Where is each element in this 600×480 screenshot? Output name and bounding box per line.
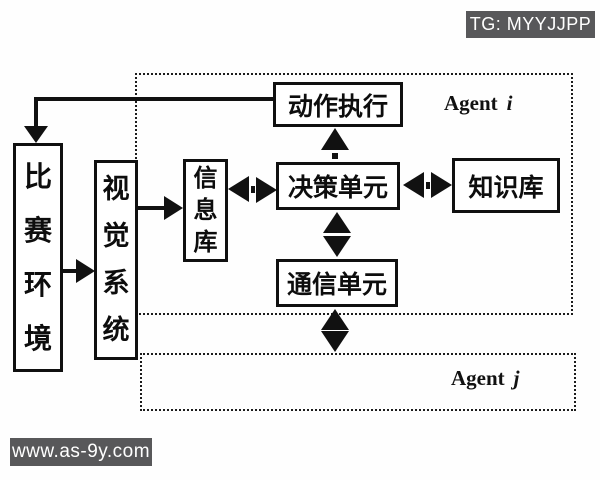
comm-agentj-arrowhead-down-icon xyxy=(321,331,349,352)
watermark-tg-badge: TG: MYYJJPP xyxy=(466,11,595,38)
node-comm-unit: 通信单元 xyxy=(276,259,398,307)
comm-agentj-arrowhead-up-icon xyxy=(321,309,349,330)
info-decision-dash xyxy=(251,186,255,193)
info-decision-arrowhead-left-icon xyxy=(228,176,249,202)
node-comm-unit-label: 通信单元 xyxy=(286,271,387,299)
node-info-base: 信 息 库 xyxy=(183,159,228,262)
agent-j-boundary xyxy=(140,353,576,411)
node-knowledge-base-label: 知识库 xyxy=(468,173,544,202)
agent-j-variable: j xyxy=(513,366,520,390)
vision-info-shaft xyxy=(138,206,166,210)
agent-i-word: Agent xyxy=(444,91,498,115)
decision-knowledge-dash xyxy=(426,182,430,189)
feedback-arrowhead-down-icon xyxy=(24,126,48,143)
node-knowledge-base: 知识库 xyxy=(452,158,560,213)
feedback-line-horizontal xyxy=(34,97,274,101)
info-decision-arrowhead-right-icon xyxy=(256,177,277,203)
feedback-line-vertical xyxy=(34,99,38,128)
node-vision-system-label: 视 觉 系 统 xyxy=(102,174,130,345)
node-action-exec: 动作执行 xyxy=(273,82,403,127)
node-environment-label: 比 赛 环 境 xyxy=(23,160,52,354)
env-vision-arrowhead-icon xyxy=(76,259,95,283)
watermark-site-badge: www.as-9y.com xyxy=(10,438,152,466)
node-info-base-label: 信 息 库 xyxy=(193,164,218,256)
agent-i-variable: i xyxy=(506,91,513,115)
decision-knowledge-arrowhead-left-icon xyxy=(403,172,424,198)
node-environment: 比 赛 环 境 xyxy=(13,143,63,372)
decision-comm-arrowhead-up-icon xyxy=(323,212,351,233)
node-action-exec-label: 动作执行 xyxy=(287,92,388,121)
decision-comm-arrowhead-down-icon xyxy=(323,236,351,257)
decision-action-dot xyxy=(332,153,338,159)
env-vision-shaft xyxy=(63,269,80,273)
agent-j-word: Agent xyxy=(451,366,505,390)
vision-info-arrowhead-icon xyxy=(164,196,183,220)
decision-action-arrowhead-up-icon xyxy=(321,128,349,150)
decision-knowledge-arrowhead-right-icon xyxy=(431,172,452,198)
node-vision-system: 视 觉 系 统 xyxy=(94,160,138,360)
node-decision-unit: 决策单元 xyxy=(276,162,400,210)
node-decision-unit-label: 决策单元 xyxy=(287,174,388,202)
